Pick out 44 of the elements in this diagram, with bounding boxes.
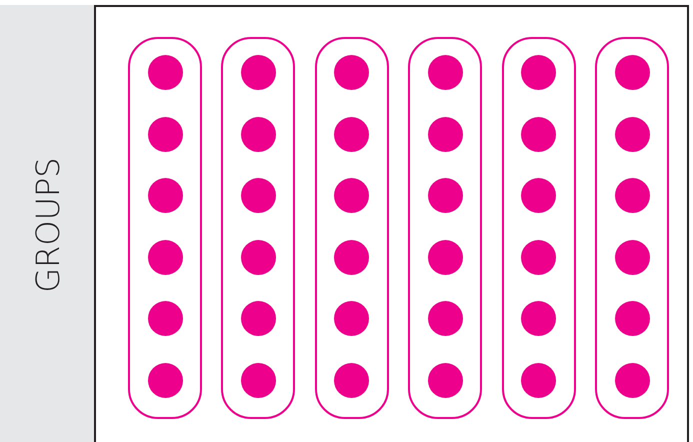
group-container — [314, 37, 389, 419]
member-dot — [521, 363, 556, 398]
member-dot — [614, 178, 650, 214]
label-band — [0, 5, 96, 442]
member-dot — [334, 178, 370, 214]
member-dot — [148, 363, 182, 398]
member-dot — [240, 301, 276, 336]
member-dot — [428, 301, 463, 336]
member-dot — [521, 116, 556, 152]
member-dot — [334, 55, 370, 90]
member-dot — [614, 363, 650, 398]
member-dot — [334, 240, 370, 275]
group-container — [128, 37, 202, 419]
member-dot — [240, 55, 276, 90]
member-dot — [240, 363, 276, 398]
member-dot — [148, 178, 182, 214]
group-container — [408, 37, 482, 419]
member-dot — [428, 363, 463, 398]
member-dot — [334, 301, 370, 336]
band-label: GROUPS — [29, 157, 67, 293]
member-dot — [428, 116, 463, 152]
member-dot — [148, 301, 182, 336]
member-dot — [148, 55, 182, 90]
member-dot — [614, 240, 650, 275]
member-dot — [240, 178, 276, 214]
group-container — [502, 37, 576, 419]
member-dot — [521, 240, 556, 275]
member-dot — [521, 301, 556, 336]
member-dot — [240, 116, 276, 152]
member-dot — [148, 116, 182, 152]
member-dot — [521, 178, 556, 214]
member-dot — [334, 116, 370, 152]
member-dot — [428, 240, 463, 275]
member-dot — [614, 55, 650, 90]
member-dot — [614, 116, 650, 152]
member-dot — [240, 240, 276, 275]
member-dot — [521, 55, 556, 90]
group-container — [221, 37, 296, 419]
group-container — [595, 37, 669, 419]
member-dot — [614, 301, 650, 336]
member-dot — [428, 178, 463, 214]
member-dot — [334, 363, 370, 398]
member-dot — [148, 240, 182, 275]
member-dot — [428, 55, 463, 90]
